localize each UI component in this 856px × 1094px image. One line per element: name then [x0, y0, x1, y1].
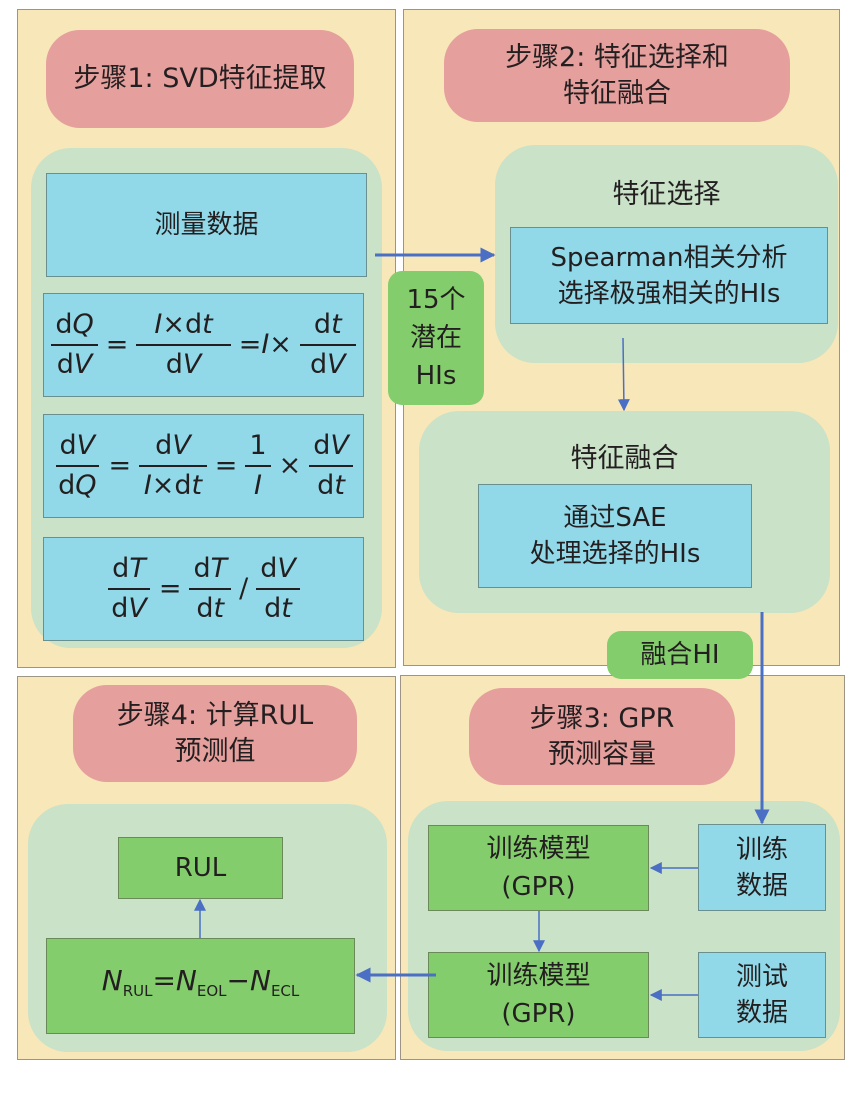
rul-box: RUL [118, 837, 283, 899]
feature-fusion-label: 特征融合 [570, 443, 679, 474]
spearman-box: Spearman相关分析 选择极强相关的HIs [510, 227, 828, 324]
train-data-box: 训练 数据 [698, 824, 826, 911]
step1-title: 步骤1: SVD特征提取 [46, 30, 354, 128]
train-model-box-2: 训练模型 (GPR) [428, 952, 649, 1038]
arrow-selection-to-fusion [617, 337, 630, 412]
feature-selection-label: 特征选择 [612, 179, 721, 210]
rul-formula: NRUL=NEOL−NECL [101, 964, 300, 1000]
sae-box: 通过SAE 处理选择的HIs [478, 484, 752, 588]
step3-title: 步骤3: GPR 预测容量 [469, 688, 735, 785]
measured-data-box: 测量数据 [46, 173, 367, 277]
step2-title: 步骤2: 特征选择和 特征融合 [444, 29, 790, 122]
test-data-box: 测试 数据 [698, 952, 826, 1038]
step4-title: 步骤4: 计算RUL 预测值 [73, 685, 357, 782]
train-model-box-1: 训练模型 (GPR) [428, 825, 649, 911]
rul-formula-box: NRUL=NEOL−NECL [46, 938, 355, 1034]
potential-his-tag: 15个 潜在 HIs [388, 271, 484, 405]
fused-hi-tag: 融合HI [607, 631, 753, 679]
